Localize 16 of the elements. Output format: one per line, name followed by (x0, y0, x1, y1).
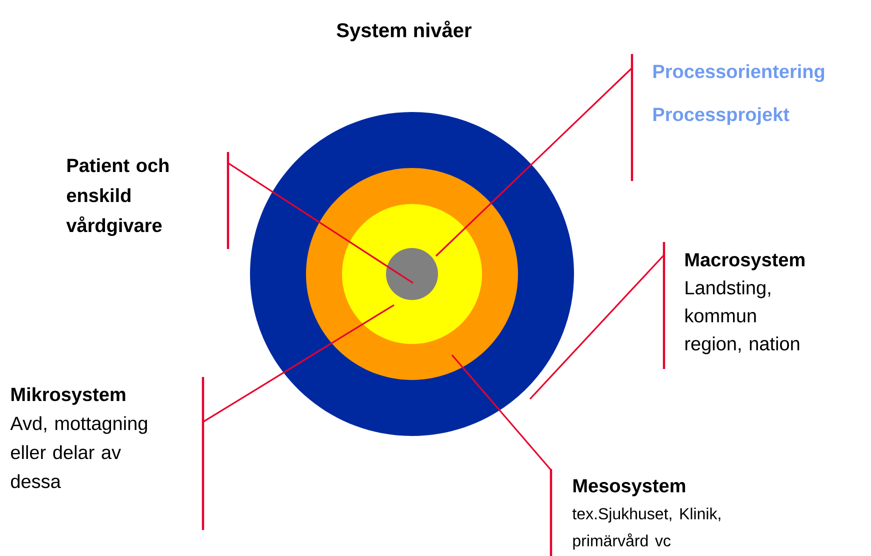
leader-line (228, 162, 414, 284)
label-text: Patient och enskild vårdgivare (66, 158, 168, 236)
label-text: Processprojekt (653, 107, 790, 125)
label-text: Processorientering (653, 64, 824, 82)
heading-text: Mikrosystem (11, 387, 126, 405)
leader-line (529, 254, 665, 400)
description-text: Landsting, kommun region, nation (685, 280, 800, 354)
heading-text: Mesosystem (573, 479, 686, 496)
leader-line (435, 67, 633, 257)
leader-line (451, 354, 552, 471)
center-circle (386, 248, 438, 300)
description-text: tex.Sjukhuset, Klinik, primärvård vc (572, 508, 720, 550)
heading-text: Macrosystem (685, 253, 804, 270)
description-text: Avd, mottagning eller delar av dessa (10, 416, 147, 488)
leader-line (202, 304, 394, 423)
title: System nivåer (336, 20, 472, 42)
